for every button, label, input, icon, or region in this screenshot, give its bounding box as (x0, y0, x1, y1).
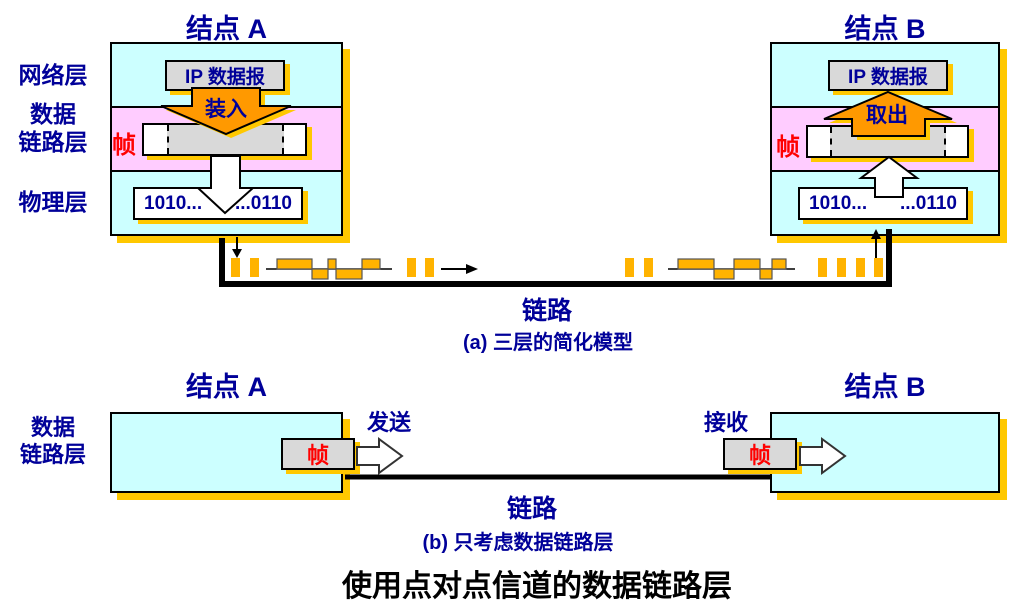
datalink-layer-label-line1: 数据 (30, 101, 76, 127)
node-b-frame-box (806, 125, 969, 158)
node-b-bits-left: 1010... (809, 192, 868, 214)
node-a-bits-left: 1010... (144, 192, 203, 214)
page-title: 使用点对点信道的数据链路层 (342, 570, 732, 603)
section-b-datalink-label-line1: 数据 (30, 415, 75, 440)
node-b-frame-payload (830, 127, 946, 156)
section-b-datalink-label-line2: 链路层 (19, 442, 86, 467)
datalink-layer-label: 数据 链路层 (0, 100, 106, 156)
section-a-node-a-title: 结点 A (186, 14, 267, 44)
node-a-bits-right: ...0110 (234, 192, 292, 214)
section-b-node-b-frame-label: 帧 (748, 443, 771, 468)
section-b-node-a-frame-box: 帧 (281, 438, 355, 470)
signal-pulses-left (231, 258, 434, 280)
receive-label: 接收 (703, 410, 748, 435)
section-a-node-b-title: 结点 B (844, 14, 926, 44)
node-a-ip-datagram-box: IP 数据报 (165, 60, 285, 91)
load-action-label: 装入 (205, 98, 247, 121)
node-b-bitstream-text: 1010... ...0110 (798, 187, 968, 220)
section-a-link-label: 链路 (521, 297, 572, 325)
send-frame-arrow-icon (356, 437, 404, 475)
node-a-frame-payload (167, 125, 284, 154)
node-b-bits-right: ...0110 (899, 192, 957, 214)
section-a-caption: (a) 三层的简化模型 (463, 332, 633, 354)
link-a-line (219, 229, 892, 287)
section-b-node-b-frame-box: 帧 (723, 438, 797, 470)
datalink-layer-label-line2: 链路层 (18, 129, 88, 155)
node-b-ip-datagram-box: IP 数据报 (828, 60, 948, 91)
node-b-frame-label: 帧 (776, 134, 800, 161)
network-layer-label: 网络层 (18, 62, 88, 88)
physical-layer-label: 物理层 (18, 189, 88, 215)
send-label: 发送 (366, 410, 411, 435)
section-b-node-a-frame-label: 帧 (306, 443, 329, 468)
extract-action-label: 取出 (866, 104, 908, 127)
node-a-frame-label: 帧 (112, 132, 136, 159)
section-b-node-b-title: 结点 B (844, 372, 926, 402)
section-b-node-b-box (770, 412, 1000, 493)
signal-pulses-right (625, 258, 883, 280)
section-b-node-a-title: 结点 A (186, 372, 267, 402)
section-b-caption: (b) 只考虑数据链路层 (422, 532, 614, 554)
node-a-bitstream-text: 1010... ...0110 (133, 187, 303, 220)
section-b-link-label: 链路 (506, 495, 557, 523)
signal-direction-arrow-icon (441, 264, 478, 274)
section-b-datalink-layer-label: 数据 链路层 (0, 414, 106, 468)
node-a-frame-box (142, 123, 307, 156)
signal-down-arrow-icon (232, 237, 242, 258)
